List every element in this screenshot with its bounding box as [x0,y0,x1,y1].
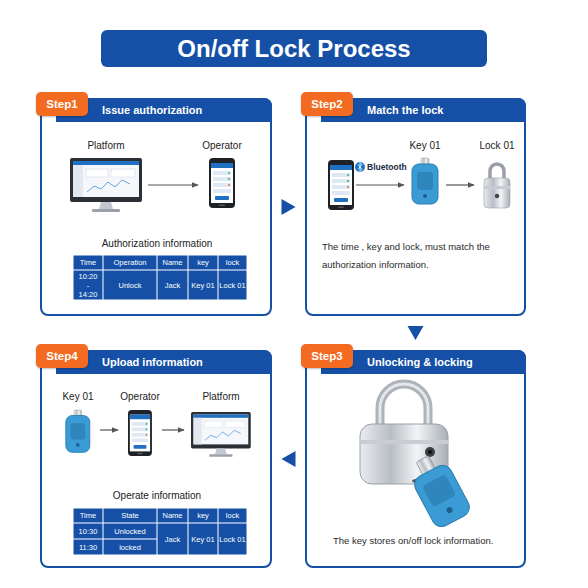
title-banner: On/off Lock Process [101,30,487,67]
step-tab: Step4 [36,344,88,368]
node-label: Platform [162,391,280,402]
table-cell: Key 01 [188,270,218,300]
key-illustration [412,158,438,204]
table-cell: Unlocked [103,523,157,539]
step-panel: Upload informationStep4Key 01OperatorPla… [40,350,272,568]
phone-illustration [328,160,354,210]
table-cell: key [188,508,218,523]
table-cell: Time [73,508,103,523]
bluetooth-arrow [356,184,404,185]
note-text: The key stores on/off lock information. [333,533,523,549]
table-cell: lock [218,508,247,523]
table-cell: 10:30 [73,523,103,539]
step-number: Step2 [301,92,353,116]
phone-illustration [128,410,152,456]
table-cell: 11:30 [73,539,103,555]
device-node: Lock 01 [476,140,518,230]
flow-arrow [446,184,474,185]
table-cell: 10:20 - 14:20 [73,270,103,300]
node-label: Platform [42,140,170,151]
step-panel: Match the lockStep2Key 01Lock 01 [305,98,526,316]
flow-arrow [100,429,118,430]
step-panel: Issue authorizationStep1PlatformOperator [40,98,272,316]
step-number: Step4 [36,344,88,368]
link-label: Bluetooth [367,161,411,173]
device-node: Key 01 [58,391,98,469]
bluetooth-icon [355,162,365,172]
table-cell: Key 01 [188,523,218,555]
table-cell: lock [218,255,247,270]
step-tab: Step3 [301,344,353,368]
table-cell: Lock 01 [218,270,247,300]
step-panel: Unlocking & lockingStep3 [305,350,526,568]
step-number: Step1 [36,92,88,116]
table-cell: Jack [157,523,188,555]
device-node: Operator [200,140,244,230]
step-title: Issue authorization [56,98,272,122]
flow-arrow [148,184,198,185]
step-tab: Step1 [36,92,88,116]
note-text: The time , key and lock, must match the … [322,238,502,274]
step-number: Step3 [301,344,353,368]
table-caption: Operate information [60,488,254,502]
step-title: Upload information [56,350,272,374]
table-cell: Lock 01 [218,523,247,555]
monitor-illustration [70,158,142,212]
padlock-illustration [360,384,448,484]
node-label: Lock 01 [452,140,542,151]
table-cell: locked [103,539,157,555]
step-flow-arrow [272,199,305,215]
table-cell: Operation [103,255,157,270]
key-illustration [405,450,473,531]
flow-arrow [162,429,184,430]
table-cell: Time [73,255,103,270]
authorization-table [73,255,247,300]
node-label: Operator [96,391,184,402]
table-cell: Name [157,508,188,523]
device-node: Key 01 [406,140,444,230]
device-node: Platform [66,140,146,230]
table-cell: Unlock [103,270,157,300]
node-label: Operator [176,140,268,151]
node-label: Key 01 [34,391,122,402]
table-cell: State [103,508,157,523]
step-flow-arrow [272,451,305,467]
monitor-illustration [191,412,251,457]
operate-table [73,508,247,555]
key-illustration [66,410,90,452]
step-flow-arrow [408,316,424,350]
table-caption: Authorization information [60,236,254,250]
phone-illustration [209,158,235,208]
table-cell: Jack [157,270,188,300]
padlock-illustration [484,164,510,208]
step-tab: Step2 [301,92,353,116]
table-cell: key [188,255,218,270]
device-node: Platform [186,391,256,469]
node-label: Key 01 [382,140,468,151]
device-node: Operator [120,391,160,469]
table-cell: Name [157,255,188,270]
